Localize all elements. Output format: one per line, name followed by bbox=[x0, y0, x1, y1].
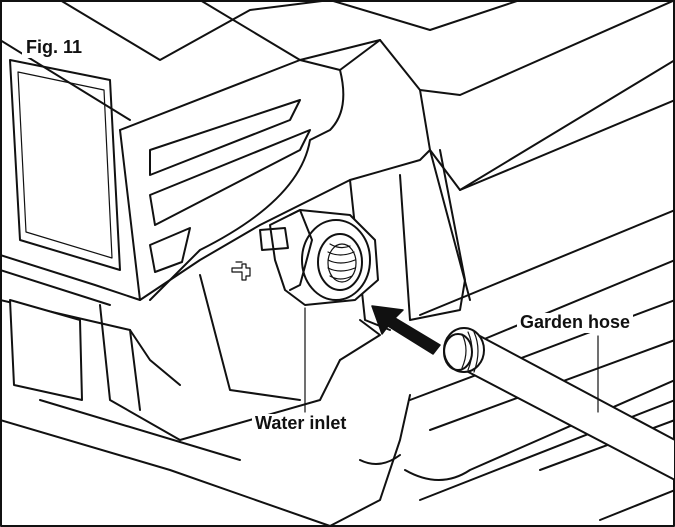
figure-number: Fig. 11 bbox=[22, 37, 87, 58]
water-inlet-fitting bbox=[259, 209, 379, 306]
display-screen bbox=[0, 39, 131, 271]
control-slots bbox=[149, 99, 311, 273]
garden-hose bbox=[443, 327, 675, 481]
lower-body bbox=[0, 149, 471, 441]
water-inlet-label: Water inlet bbox=[252, 413, 350, 434]
machine-housing bbox=[0, 0, 675, 301]
arrow-icon bbox=[371, 305, 441, 355]
faucet-icon bbox=[231, 261, 251, 281]
garden-hose-label: Garden hose bbox=[517, 312, 634, 333]
